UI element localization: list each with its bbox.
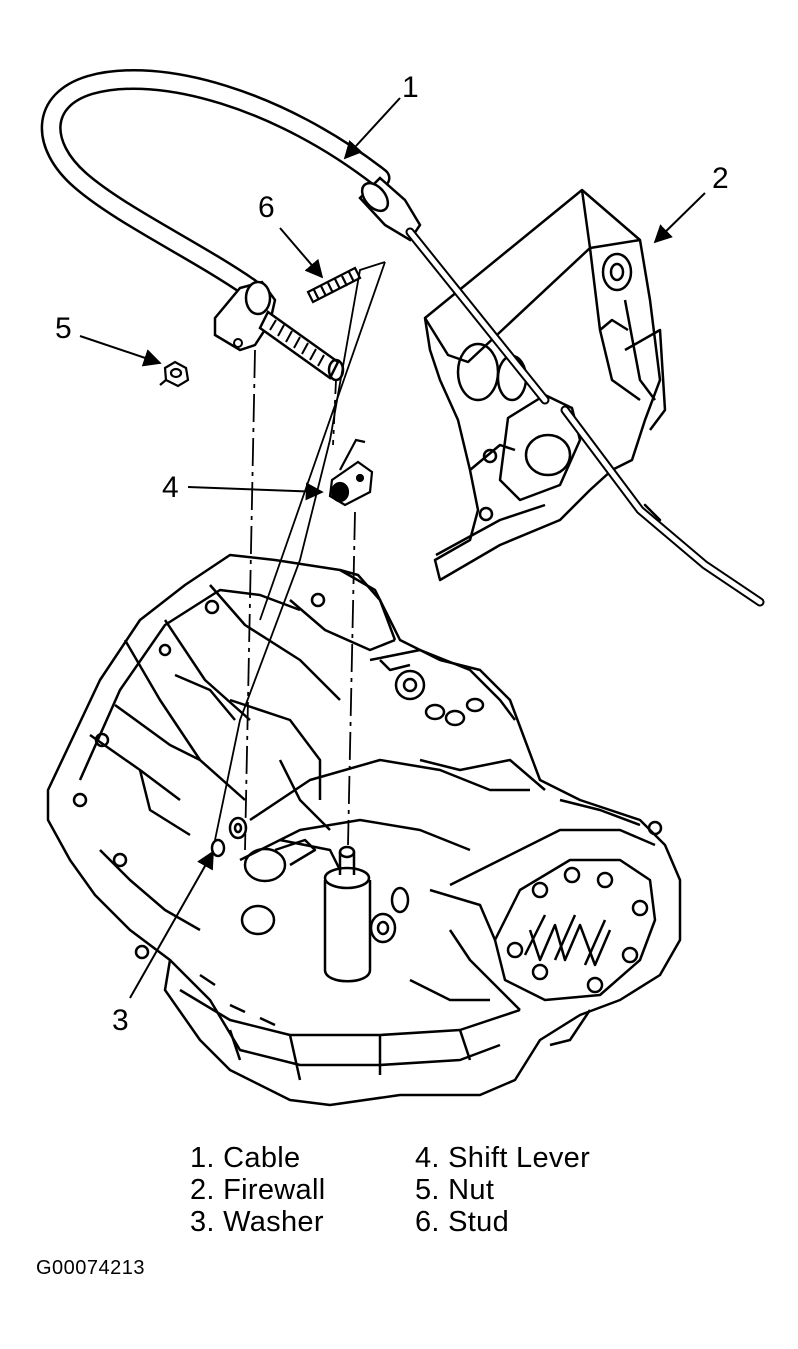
shift-cable [40,69,765,607]
legend-item-shift-lever: 4. Shift Lever [415,1142,591,1174]
callout-arrow-1 [343,97,401,160]
callout-arrow-4 [187,482,324,501]
shift-lever [328,438,374,507]
legend-item-firewall: 2. Firewall [190,1174,326,1206]
callout-numbers: 1 2 3 4 5 6 [55,71,729,1037]
callout-number-3: 3 [112,1004,129,1037]
legend-item-stud: 6. Stud [415,1206,509,1238]
legend-item-cable: 1. Cable [190,1142,301,1174]
callout-number-5: 5 [55,312,72,345]
stud [306,266,362,304]
callout-number-4: 4 [162,471,179,504]
callout-arrow-2 [653,192,706,244]
callout-number-6: 6 [258,191,275,224]
legend-item-washer: 3. Washer [190,1206,324,1238]
callout-arrow-3 [129,850,214,999]
callout-number-1: 1 [402,71,419,104]
legend-column-1: 1. Cable 2. Firewall 3. Washer [190,1142,325,1238]
transmission-shift-cable-diagram: 1 2 3 4 5 6 [40,69,765,1107]
callout-number-2: 2 [712,162,729,195]
nut [159,360,190,388]
transmission-case [46,553,682,1107]
callout-arrows [79,97,706,999]
legend-item-nut: 5. Nut [415,1174,495,1206]
callout-arrow-5 [79,335,162,367]
adjuster-rod [258,310,345,382]
callout-arrow-6 [279,227,324,279]
figure-id: G00074213 [36,1257,146,1279]
legend-column-2: 4. Shift Lever 5. Nut 6. Stud [415,1142,590,1238]
firewall-bracket [423,188,667,582]
